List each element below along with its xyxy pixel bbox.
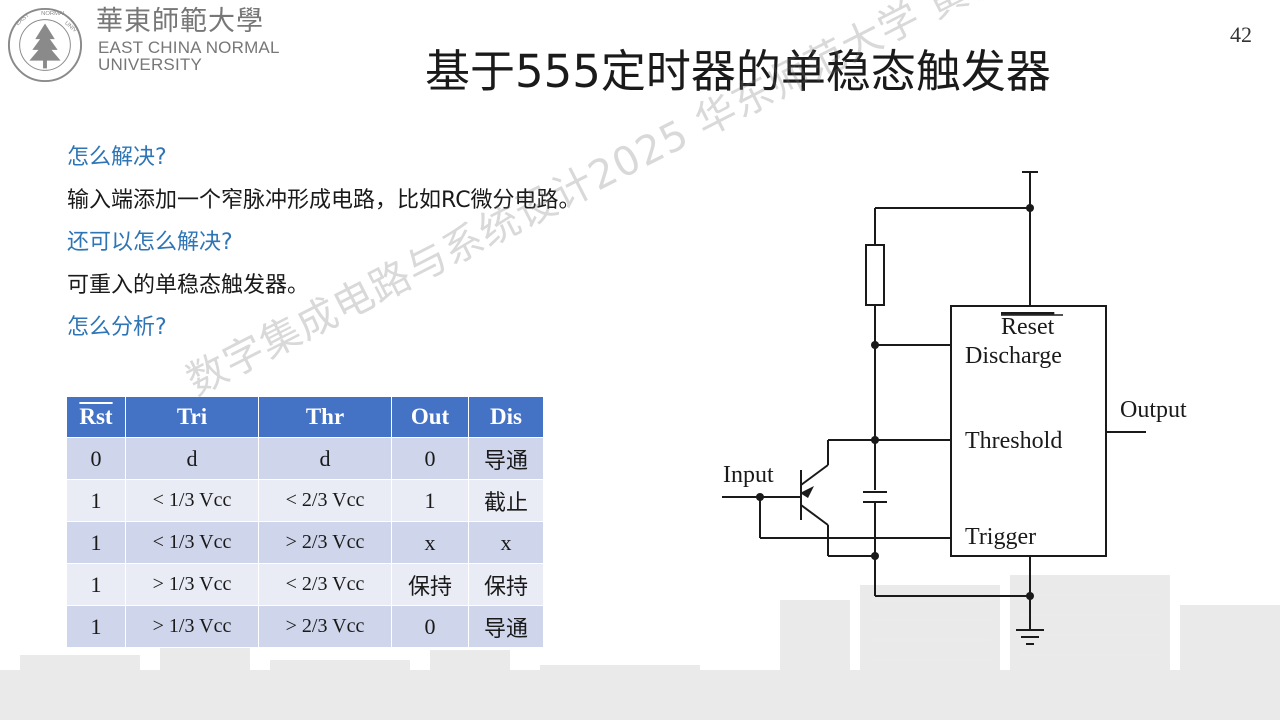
header-tri: Tri: [125, 396, 259, 438]
table-cell: 截止: [468, 479, 544, 522]
table-cell: > 2/3 Vcc: [258, 605, 392, 648]
table-row: 0 d d 0 导通: [66, 437, 544, 480]
university-name-english-line1: EAST CHINA NORMAL: [98, 38, 280, 57]
table-row: 1 < 1/3 Vcc < 2/3 Vcc 1 截止: [66, 479, 544, 522]
table-cell: < 1/3 Vcc: [125, 479, 259, 522]
header-dis: Dis: [468, 396, 544, 438]
table-cell: 1: [66, 605, 126, 648]
table-cell: x: [391, 521, 469, 564]
junction-dot: [1026, 204, 1034, 212]
answer-2: 可重入的单稳态触发器。: [67, 273, 310, 298]
table-cell: 保持: [391, 563, 469, 606]
slide-title: 基于555定时器的单稳态触发器: [425, 45, 1051, 98]
table-cell: > 2/3 Vcc: [258, 521, 392, 564]
table-cell: 0: [391, 437, 469, 480]
junction-dot: [756, 493, 764, 501]
university-name-chinese: 華東師範大學: [96, 6, 264, 37]
table-cell: d: [258, 437, 392, 480]
question-1: 怎么解决?: [67, 145, 167, 170]
table-cell: > 1/3 Vcc: [125, 605, 259, 648]
table-cell: x: [468, 521, 544, 564]
pin-reset-label: Reset: [1001, 314, 1055, 340]
output-label: Output: [1120, 397, 1187, 423]
transistor-emitter-leg: [800, 504, 829, 526]
university-name-english-line2: UNIVERSITY: [98, 55, 203, 74]
question-2: 还可以怎么解决?: [67, 230, 233, 255]
table-row: 1 > 1/3 Vcc < 2/3 Vcc 保持 保持: [66, 563, 544, 606]
table-cell: 0: [66, 437, 126, 480]
table-row: 1 < 1/3 Vcc > 2/3 Vcc x x: [66, 521, 544, 564]
page-number: 42: [1230, 22, 1252, 47]
resistor: [865, 244, 885, 306]
junction-dot: [1026, 592, 1034, 600]
junction-dot: [871, 341, 879, 349]
table-cell: 保持: [468, 563, 544, 606]
transistor-collector-leg: [800, 464, 829, 486]
junction-dot: [871, 552, 879, 560]
header-thr: Thr: [258, 396, 392, 438]
pin-threshold-label: Threshold: [965, 428, 1062, 454]
table-header-row: Rst Tri Thr Out Dis: [66, 396, 544, 438]
header-rst: Rst: [66, 396, 126, 438]
question-3: 怎么分析?: [67, 315, 167, 340]
transistor-arrow-icon: [800, 486, 814, 498]
university-seal-icon: EAST NORMAL UNIV: [7, 7, 83, 83]
pin-discharge-label: Discharge: [965, 343, 1062, 369]
truth-table: Rst Tri Thr Out Dis 0 d d 0 导通 1 < 1/3 V…: [66, 396, 544, 648]
table-row: 1 > 1/3 Vcc > 2/3 Vcc 0 导通: [66, 605, 544, 648]
table-cell: < 2/3 Vcc: [258, 479, 392, 522]
header-out: Out: [391, 396, 469, 438]
table-cell: 导通: [468, 605, 544, 648]
answer-1: 输入端添加一个窄脉冲形成电路，比如RC微分电路。: [67, 188, 581, 213]
header-rst-label: Rst: [79, 404, 113, 429]
table-cell: 1: [66, 479, 126, 522]
junction-dot: [871, 436, 879, 444]
table-cell: 1: [66, 521, 126, 564]
table-cell: 0: [391, 605, 469, 648]
circuit-diagram: Reset Discharge Threshold Trigger Output…: [722, 171, 1187, 645]
table-cell: > 1/3 Vcc: [125, 563, 259, 606]
input-label: Input: [723, 462, 774, 488]
table-cell: < 2/3 Vcc: [258, 563, 392, 606]
svg-text:UNIV: UNIV: [63, 20, 78, 34]
table-cell: 导通: [468, 437, 544, 480]
pin-trigger-label: Trigger: [965, 524, 1036, 550]
table-cell: 1: [391, 479, 469, 522]
svg-text:EAST: EAST: [15, 12, 31, 27]
table-cell: < 1/3 Vcc: [125, 521, 259, 564]
table-cell: 1: [66, 563, 126, 606]
svg-text:NORMAL: NORMAL: [41, 11, 67, 17]
table-cell: d: [125, 437, 259, 480]
